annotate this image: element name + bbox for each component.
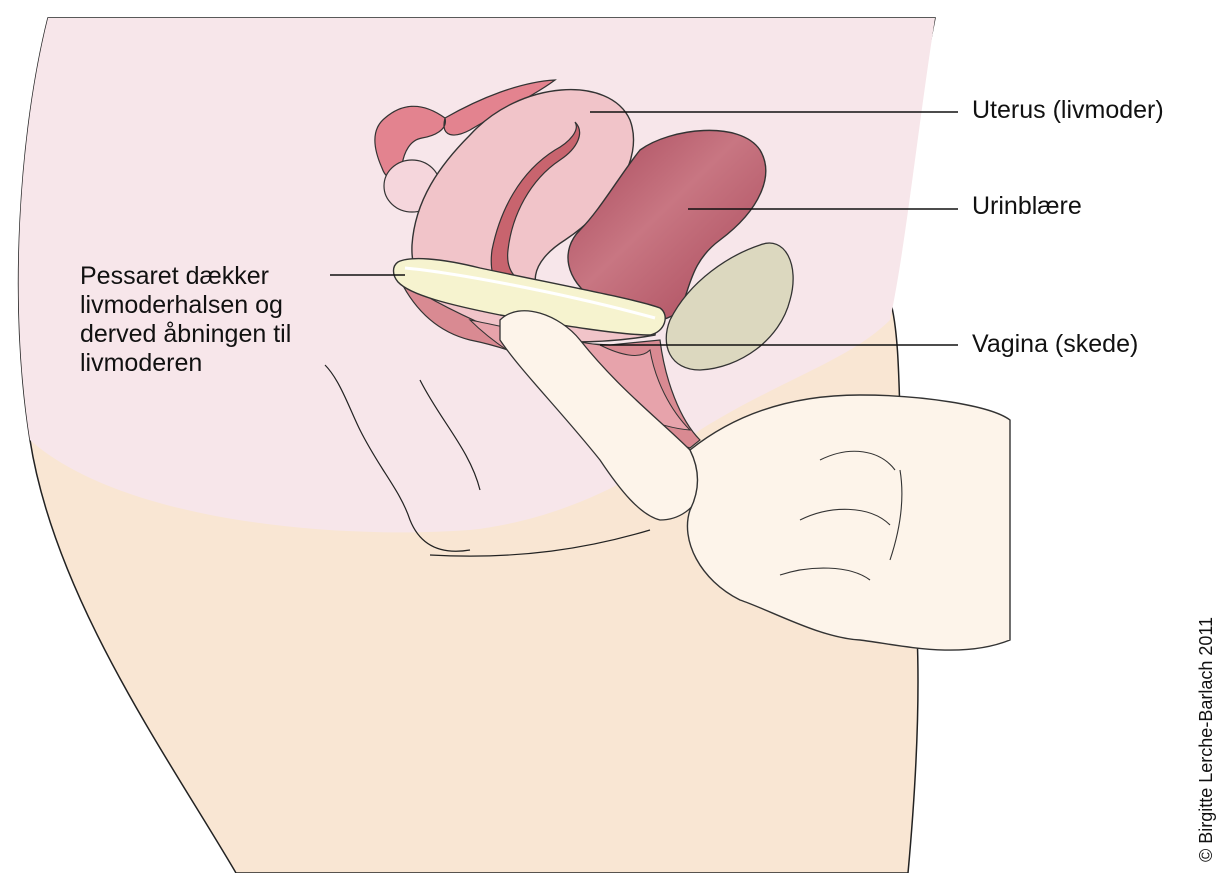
label-pessary-line-4: livmoderen xyxy=(80,349,291,378)
label-uterus: Uterus (livmoder) xyxy=(972,96,1164,125)
label-pessary: Pessaret dækker livmoderhalsen og derved… xyxy=(80,262,291,378)
label-pessary-line-1: Pessaret dækker xyxy=(80,262,291,291)
label-pessary-line-2: livmoderhalsen og xyxy=(80,291,291,320)
label-vagina: Vagina (skede) xyxy=(972,330,1138,359)
label-pessary-line-3: derved åbningen til xyxy=(80,320,291,349)
label-bladder: Urinblære xyxy=(972,192,1082,221)
copyright-notice: © Birgitte Lerche-Barlach 2011 xyxy=(1196,617,1217,862)
